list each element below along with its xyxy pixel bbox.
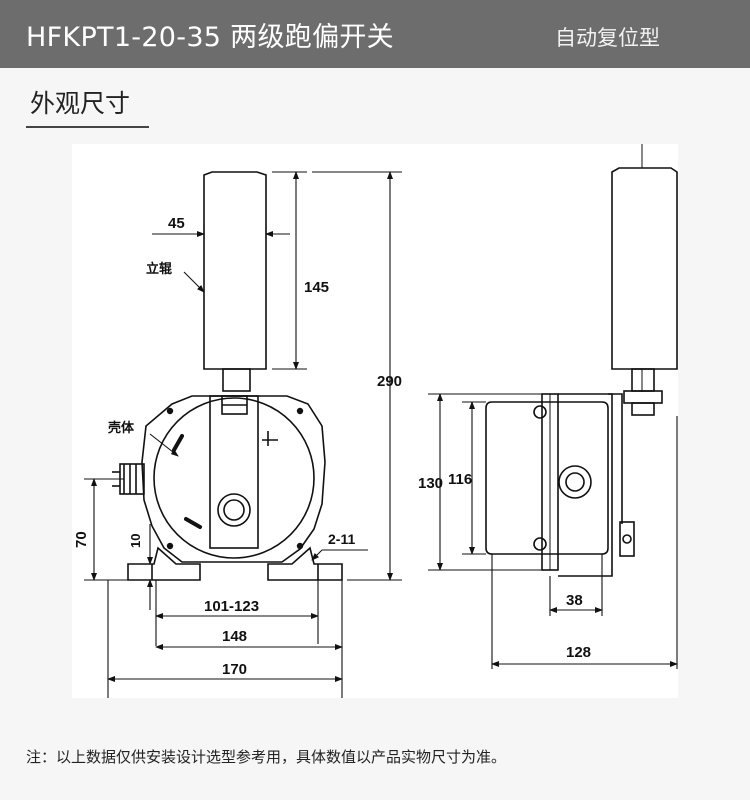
section-underline: [26, 126, 149, 128]
base-foot-right: [267, 546, 343, 581]
side-roller-body: [611, 167, 678, 370]
housing-face: [153, 397, 315, 559]
front-dimension-lines: [84, 171, 402, 698]
dim-side-offset: 38: [566, 592, 583, 609]
product-title: HFKPT1-20-35 两级跑偏开关: [26, 22, 394, 53]
dim-base-thickness: 10: [128, 534, 143, 548]
base-foot-left: [127, 546, 201, 581]
dim-base-width: 170: [222, 661, 247, 678]
housing-outline: [141, 395, 326, 563]
dim-slot: 2-11: [328, 531, 355, 547]
lever-bolt-inner: [223, 499, 245, 521]
lever-bolt-outer: [217, 493, 251, 527]
technical-drawing-svg: 45 145 290 立辊 壳体 70 10 2-11 101-123 148 …: [73, 144, 678, 698]
dim-base-inner-width: 148: [222, 628, 247, 645]
side-roller-shaft: [631, 368, 655, 392]
dim-total-height: 290: [377, 373, 402, 390]
dim-side-inner-height: 116: [448, 471, 472, 488]
roller-shaft: [222, 368, 251, 392]
dim-roller-width: 45: [168, 215, 185, 232]
footer-note: 注：以上数据仅供安装设计选型参考用，具体数值以产品实物尺寸为准。: [26, 748, 507, 766]
side-bracket: [558, 393, 613, 577]
header-bar: HFKPT1-20-35 两级跑偏开关 自动复位型: [0, 0, 750, 68]
front-view: [112, 171, 343, 581]
dim-roller-height: 145: [304, 279, 329, 296]
dim-base-height: 70: [73, 531, 90, 548]
dim-side-height: 130: [418, 475, 443, 492]
side-dimension-lines: [428, 393, 678, 669]
housing-screws: [166, 407, 304, 550]
dimension-drawing: 45 145 290 立辊 壳体 70 10 2-11 101-123 148 …: [72, 144, 678, 698]
label-housing: 壳体: [107, 420, 135, 435]
section-title: 外观尺寸: [30, 89, 131, 118]
side-cable-gland: [558, 465, 592, 499]
side-view: [485, 144, 678, 577]
dim-mount-spacing: 101-123: [204, 598, 259, 615]
roller-body: [203, 171, 267, 370]
label-roller: 立辊: [146, 261, 172, 276]
reset-type-label: 自动复位型: [555, 26, 660, 50]
dim-side-depth: 128: [566, 644, 591, 661]
